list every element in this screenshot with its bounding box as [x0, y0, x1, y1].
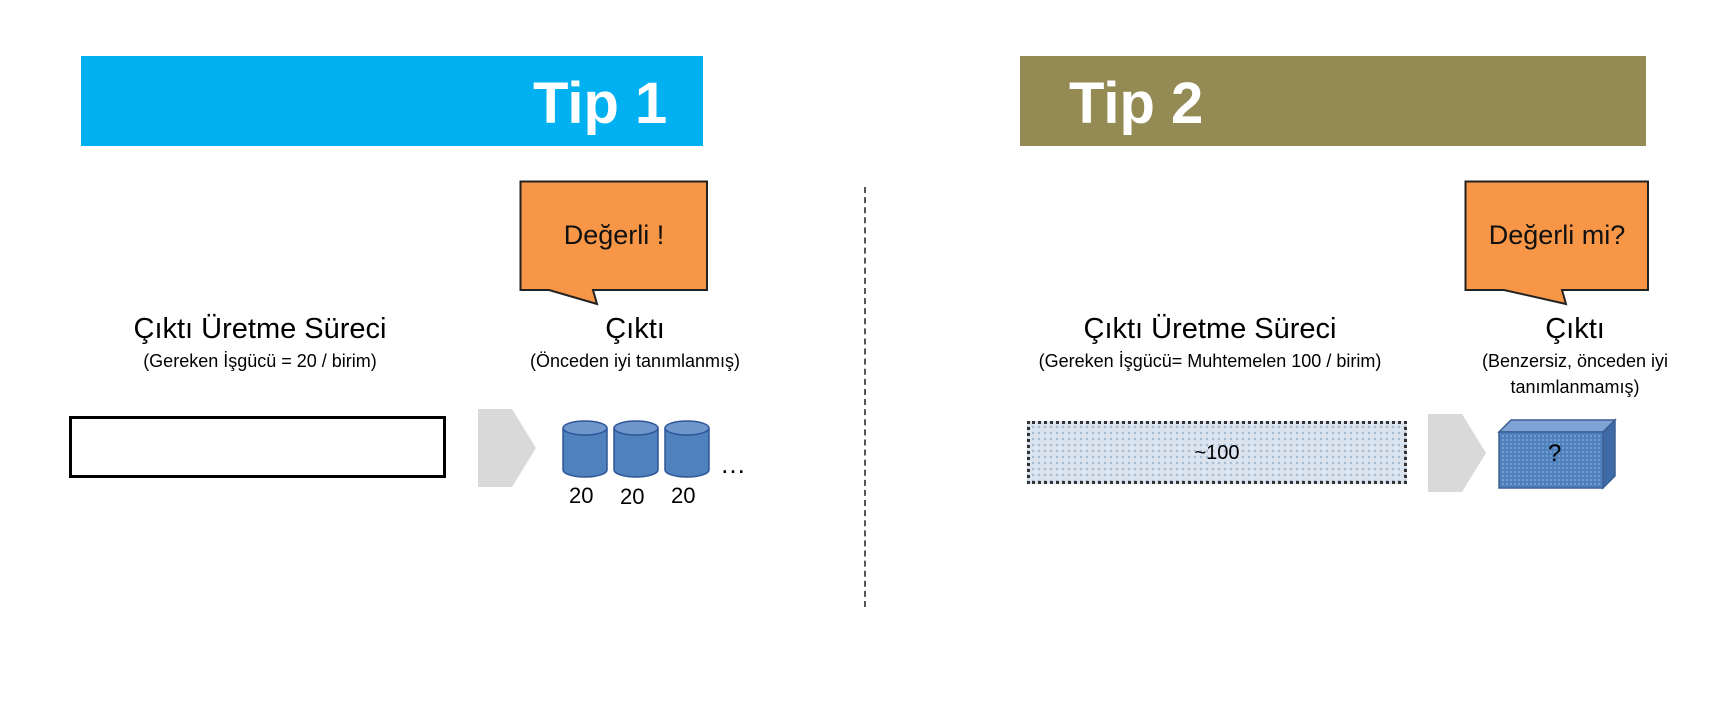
block-arrow-icon [1428, 414, 1486, 492]
tip2-process-box: ~100 [1027, 421, 1407, 484]
tip1-process-subtitle: (Gereken İşgücü = 20 / birim) [143, 351, 377, 371]
cylinder-icon [613, 420, 659, 478]
unit-label: 20 [671, 483, 696, 508]
tip2-output-title: Çıktı [1545, 313, 1605, 345]
box-3d-icon [1497, 418, 1617, 490]
speech-bubble-icon [1464, 180, 1649, 306]
tip1-output-title: Çıktı [605, 313, 665, 345]
unit-label: 20 [620, 484, 645, 509]
tip2-bubble-text: Değerli mi? [1488, 220, 1626, 250]
ellipsis: … [720, 449, 746, 479]
tip2-box-mark: ? [1548, 440, 1562, 467]
section-divider [864, 187, 866, 607]
block-arrow-icon [478, 409, 536, 487]
tip2-speech-bubble: Değerli mi? [1464, 180, 1650, 306]
tip2-output-subtitle-2: tanımlanmamış) [1510, 377, 1640, 397]
tip1-process-title: Çıktı Üretme Süreci [133, 313, 387, 345]
tip1-speech-bubble: Değerli ! [519, 180, 709, 306]
unit-label: 20 [569, 483, 594, 508]
tip1-output-subtitle: (Önceden iyi tanımlanmış) [529, 351, 741, 371]
tip1-bubble-text: Değerli ! [563, 220, 665, 250]
tip2-process-title: Çıktı Üretme Süreci [1083, 313, 1337, 345]
tip2-process-subtitle: (Gereken İşgücü= Muhtemelen 100 / birim) [1038, 351, 1382, 371]
cylinder-icon [664, 420, 710, 478]
cylinder-icon [562, 420, 608, 478]
tip1-process-box [69, 416, 446, 478]
tip2-banner-title: Tip 2 [1069, 71, 1204, 136]
tip2-process-value: ~100 [1194, 442, 1240, 464]
tip2-output-subtitle-1: (Benzersiz, önceden iyi [1481, 351, 1669, 371]
speech-bubble-icon [519, 180, 708, 306]
cylinders [562, 420, 710, 478]
tip1-banner: Tip 1 [81, 56, 703, 146]
tip1-banner-title: Tip 1 [533, 71, 668, 136]
tip2-banner: Tip 2 [1020, 56, 1646, 146]
